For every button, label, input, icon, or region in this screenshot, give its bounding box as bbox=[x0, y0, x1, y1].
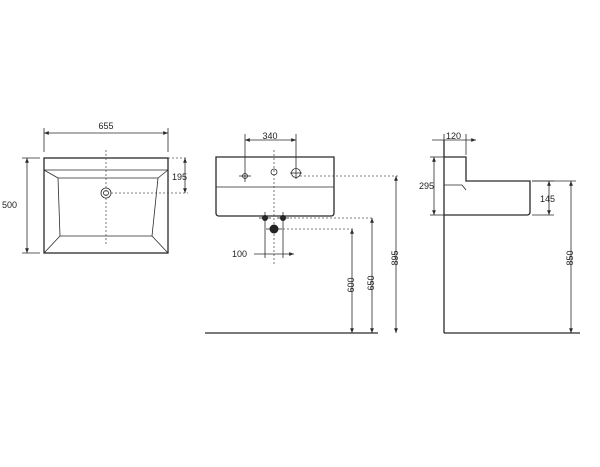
depth-label: 500 bbox=[2, 200, 17, 210]
height-895-label: 895 bbox=[390, 250, 400, 265]
plan-view: 655 500 195 bbox=[2, 121, 188, 254]
waste-spacing-label: 100 bbox=[232, 249, 247, 259]
basin-bowl bbox=[57, 177, 159, 237]
height-145-label: 145 bbox=[540, 194, 555, 204]
height-295-label: 295 bbox=[419, 181, 434, 191]
tap-spacing-label: 340 bbox=[262, 131, 277, 141]
front-view: 340 100 600 650 895 bbox=[205, 131, 400, 334]
front-basin-outline bbox=[215, 156, 335, 217]
drain-offset-label: 195 bbox=[172, 172, 187, 182]
drain-hole-icon bbox=[100, 187, 112, 199]
height-850-label: 850 bbox=[565, 250, 575, 265]
width-label: 655 bbox=[98, 121, 113, 131]
height-650-label: 650 bbox=[366, 275, 376, 290]
side-basin-profile bbox=[444, 156, 531, 216]
height-600-label: 600 bbox=[346, 277, 356, 292]
depth-120-label: 120 bbox=[446, 131, 461, 141]
tap-hole-center-icon bbox=[270, 168, 278, 176]
side-view: 120 295 145 850 bbox=[419, 131, 580, 334]
